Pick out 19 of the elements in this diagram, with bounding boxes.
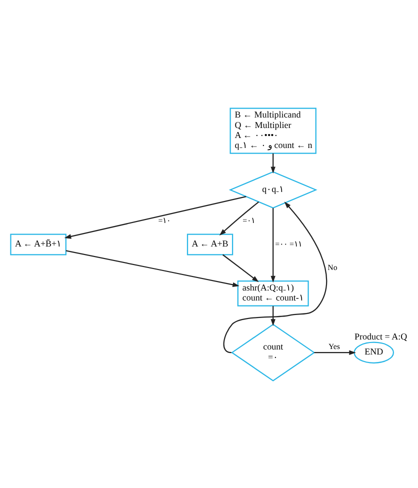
node-ellipse: END — [354, 341, 394, 363]
arrow — [223, 201, 328, 353]
node-box: A ← A+B — [186, 233, 234, 255]
edge-label: =۰۱ — [242, 216, 256, 225]
edge-label: Yes — [328, 341, 340, 350]
node-box: ashr(A:Q:q₋۱) count ← count-۱ — [237, 280, 309, 306]
arrow — [270, 152, 276, 173]
edge-label: =۱۰ — [158, 216, 171, 225]
edge-label: No — [328, 262, 338, 272]
arrow — [66, 250, 240, 287]
arrow — [219, 200, 260, 235]
node-label: Product = A:Q — [354, 330, 408, 341]
edge-label: =۰۰ =۱۱ — [275, 239, 302, 248]
arrow — [314, 350, 356, 354]
node-box: A ← A+B̄+۱ — [10, 233, 66, 255]
arrow — [270, 208, 276, 282]
arrow — [64, 196, 246, 238]
arrow — [222, 254, 259, 282]
arrow — [270, 306, 276, 326]
